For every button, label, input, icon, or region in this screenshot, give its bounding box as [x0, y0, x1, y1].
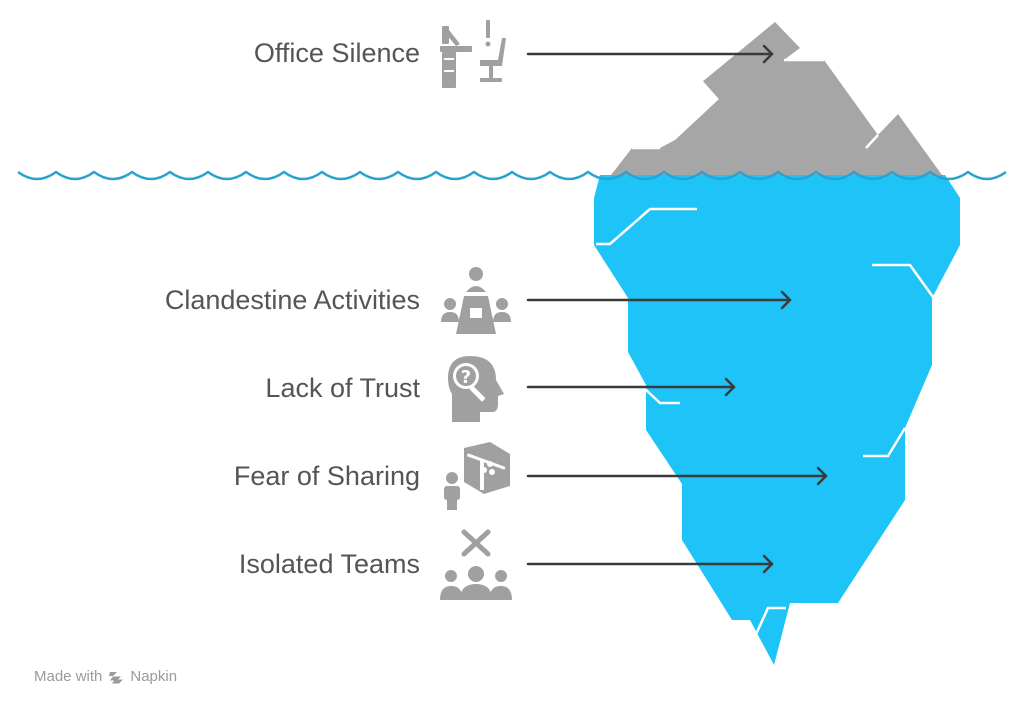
label-fear-of-sharing: Fear of Sharing: [233, 461, 420, 491]
footer-attribution: Made with Napkin: [34, 668, 177, 685]
iceberg-cracks: [596, 207, 935, 644]
napkin-brand: Napkin: [130, 668, 178, 685]
iceberg-above-water: [611, 22, 942, 175]
isolated-group-icon: [440, 529, 512, 600]
label-clandestine-activities: Clandestine Activities: [164, 285, 420, 315]
arrow-office-silence: [526, 44, 774, 64]
iceberg-below-water: [594, 175, 960, 665]
arrow-clandestine-activities: [526, 290, 792, 310]
label-office-silence: Office Silence: [253, 38, 420, 68]
head-question-icon: ?: [448, 356, 504, 422]
water-line: [17, 170, 1007, 181]
arrow-isolated-teams: [526, 554, 774, 574]
arrows: [526, 44, 828, 574]
label-lack-of-trust: Lack of Trust: [265, 373, 420, 403]
napkin-logo-icon: [109, 671, 124, 683]
person-box-icon: [444, 442, 510, 510]
iceberg-peak-cracks: [632, 58, 879, 150]
secret-meeting-icon: [441, 267, 511, 334]
made-with-text: Made with: [34, 668, 103, 685]
arrow-lack-of-trust: [526, 377, 736, 397]
office-desk-icon: [440, 20, 506, 88]
arrow-fear-of-sharing: [526, 466, 828, 486]
svg-text:?: ?: [461, 367, 471, 388]
label-isolated-teams: Isolated Teams: [238, 549, 420, 579]
